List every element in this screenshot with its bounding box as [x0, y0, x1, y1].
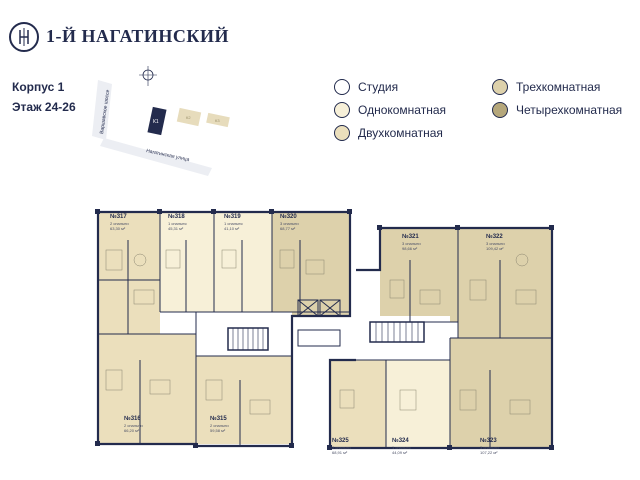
- building-title: Корпус 1: [12, 80, 65, 94]
- legend-two-room: Двухкомнатная: [334, 125, 443, 141]
- apartment-320-area[interactable]: [272, 212, 350, 316]
- stair-core-left: [227, 327, 269, 351]
- apartment-322-area[interactable]: [458, 228, 552, 338]
- apartment-label-322[interactable]: №322 3 спальни 109,42 м²: [486, 234, 505, 251]
- legend-three-room: Трехкомнатная: [492, 79, 600, 95]
- apartment-323-area[interactable]: [450, 338, 552, 448]
- brand-logo-icon: [9, 22, 39, 52]
- compass-icon: [139, 66, 157, 86]
- legend-studio: Студия: [334, 79, 398, 95]
- svg-text:К1: К1: [153, 119, 159, 125]
- furniture: [105, 249, 537, 415]
- apartment-label-319[interactable]: №319 1 спальня 41,10 м²: [224, 214, 243, 231]
- apartment-label-321[interactable]: №321 3 спальни 98,66 м²: [402, 234, 421, 251]
- building-k3: К3: [206, 112, 230, 128]
- brand-name: 1-Й НАГАТИНСКИЙ: [46, 26, 229, 46]
- building-k1: К1: [147, 106, 167, 136]
- legend-swatch: [492, 79, 508, 95]
- apartment-319-area[interactable]: [214, 212, 272, 312]
- apartment-label-316[interactable]: №316 2 спальни 66,20 м²: [124, 416, 143, 433]
- apartment-label-315[interactable]: №315 2 спальни 59,58 м²: [210, 416, 229, 433]
- site-map: Варшавское шоссе Нагатинская улица К1 К2…: [92, 66, 230, 176]
- apartment-321-area[interactable]: [380, 228, 458, 322]
- building-k2: К2: [176, 107, 202, 127]
- apartment-317-area[interactable]: [98, 212, 160, 334]
- apartment-label-320[interactable]: №320 3 спальни 68,77 м²: [280, 214, 299, 231]
- apartment-325-area[interactable]: [330, 360, 386, 448]
- apartment-label-325[interactable]: №325 2 спальни 68,91 м²: [332, 438, 351, 455]
- apartment-318-area[interactable]: [160, 212, 214, 312]
- legend-four-room: Четырехкомнатная: [492, 102, 622, 118]
- apartment-label-318[interactable]: №318 1 спальня 45,31 м²: [168, 214, 187, 231]
- stair-core-right: [369, 321, 425, 343]
- elevator-shafts: [297, 299, 341, 347]
- svg-text:К2: К2: [186, 115, 191, 120]
- legend-one-room: Однокомнатная: [334, 102, 446, 118]
- structural-columns: [95, 209, 554, 450]
- svg-text:К3: К3: [215, 118, 220, 123]
- legend-swatch: [334, 79, 350, 95]
- legend-swatch: [492, 102, 508, 118]
- apartment-label-317[interactable]: №317 2 спальни 63,30 м²: [110, 214, 129, 231]
- apartment-label-324[interactable]: №324 1 спальня 44,09 м²: [392, 438, 411, 455]
- legend-swatch: [334, 102, 350, 118]
- apartment-324-area[interactable]: [386, 360, 450, 448]
- legend-swatch: [334, 125, 350, 141]
- floor-title: Этаж 24-26: [12, 100, 76, 114]
- apartment-label-323[interactable]: №323 3 спальни 107,22 м²: [480, 438, 499, 455]
- apartment-316-area[interactable]: [98, 334, 196, 444]
